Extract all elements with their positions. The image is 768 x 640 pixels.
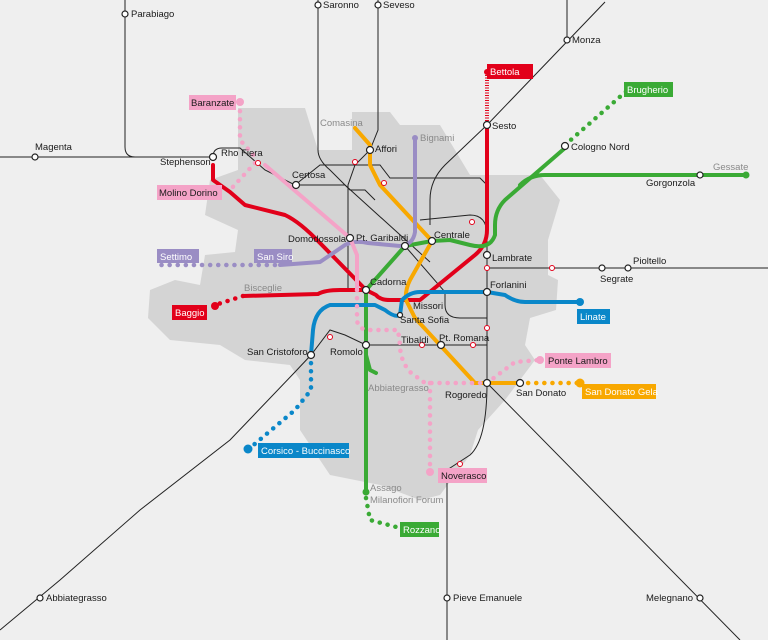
station-rho-fiera[interactable]: Rho Fiera <box>221 148 263 159</box>
extension-ponte-lambro[interactable]: Ponte Lambro <box>548 356 608 367</box>
station-domodossola[interactable]: Domodossola <box>288 234 347 245</box>
line-green <box>362 85 750 531</box>
extension-rozzano[interactable]: Rozzano <box>403 525 441 536</box>
line-lilac <box>157 135 418 268</box>
terminus-milanofiori[interactable]: Milanofiori Forum <box>370 495 443 506</box>
station-markers <box>31 1 704 602</box>
extension-baranzate[interactable]: Baranzate <box>191 98 234 109</box>
station-tibaldi[interactable]: Tibaldi <box>401 335 429 346</box>
terminus-bignami[interactable]: Bignami <box>420 133 454 144</box>
station-pioltello[interactable]: Pioltello <box>633 256 666 267</box>
station-melegnano[interactable]: Melegnano <box>646 593 693 604</box>
station-san-cristoforo[interactable]: San Cristoforo <box>247 347 308 358</box>
station-forlanini[interactable]: Forlanini <box>490 280 526 291</box>
station-rogoredo[interactable]: Rogoredo <box>445 390 487 401</box>
station-romana[interactable]: Pt. Romana <box>439 333 490 344</box>
station-stephenson[interactable]: Stephenson <box>160 157 211 168</box>
station-monza[interactable]: Monza <box>572 35 601 46</box>
line-pink <box>227 98 544 476</box>
extension-settimo[interactable]: Settimo <box>160 252 192 263</box>
station-lambrate[interactable]: Lambrate <box>492 253 532 264</box>
line-red <box>211 69 490 310</box>
extension-labels: Bettola Baranzate Brugherio Molino Dorin… <box>157 64 673 537</box>
station-gorgonzola[interactable]: Gorgonzola <box>646 178 696 189</box>
station-certosa[interactable]: Certosa <box>292 170 326 181</box>
extension-linate[interactable]: Linate <box>580 312 606 323</box>
station-pieve-emanuele[interactable]: Pieve Emanuele <box>453 593 522 604</box>
terminus-gessate[interactable]: Gessate <box>713 162 748 173</box>
extension-san-siro[interactable]: San Siro <box>257 252 293 263</box>
station-segrate[interactable]: Segrate <box>600 274 633 285</box>
station-san-donato[interactable]: San Donato <box>516 388 566 399</box>
station-saronno[interactable]: Saronno <box>323 0 359 11</box>
terminus-comasina[interactable]: Comasina <box>320 118 363 129</box>
station-romolo[interactable]: Romolo <box>330 347 363 358</box>
station-affori[interactable]: Affori <box>375 144 397 155</box>
extension-corsico-buccinasco[interactable]: Corsico - Buccinasco <box>261 446 350 457</box>
station-missori[interactable]: Missori <box>413 301 443 312</box>
line-blue <box>243 290 584 454</box>
station-garibaldi[interactable]: Pt. Garibaldi <box>356 233 408 244</box>
extension-molino-dorino[interactable]: Molino Dorino <box>159 188 218 199</box>
station-cadorna[interactable]: Cadorna <box>370 277 407 288</box>
station-centrale[interactable]: Centrale <box>434 230 470 241</box>
station-labels: Parabiago Saronno Seveso Monza Magenta S… <box>35 0 748 604</box>
terminus-abbiategrasso[interactable]: Abbiategrasso <box>368 383 429 394</box>
station-seveso[interactable]: Seveso <box>383 0 415 11</box>
extension-san-donato-gela[interactable]: San Donato Gela <box>585 387 659 398</box>
station-magenta[interactable]: Magenta <box>35 142 73 153</box>
station-parabiago[interactable]: Parabiago <box>131 9 174 20</box>
station-santa-sofia[interactable]: Santa Sofia <box>400 315 450 326</box>
extension-baggio[interactable]: Baggio <box>175 308 205 319</box>
terminus-bisceglie[interactable]: Bisceglie <box>244 283 282 294</box>
extension-brugherio[interactable]: Brugherio <box>627 85 668 96</box>
extension-noverasco[interactable]: Noverasco <box>441 471 486 482</box>
station-abbiategrasso-rail[interactable]: Abbiategrasso <box>46 593 107 604</box>
station-cologno-nord[interactable]: Cologno Nord <box>571 142 630 153</box>
terminus-assago[interactable]: Assago <box>370 483 402 494</box>
extension-bettola[interactable]: Bettola <box>490 67 520 78</box>
station-sesto[interactable]: Sesto <box>492 121 516 132</box>
